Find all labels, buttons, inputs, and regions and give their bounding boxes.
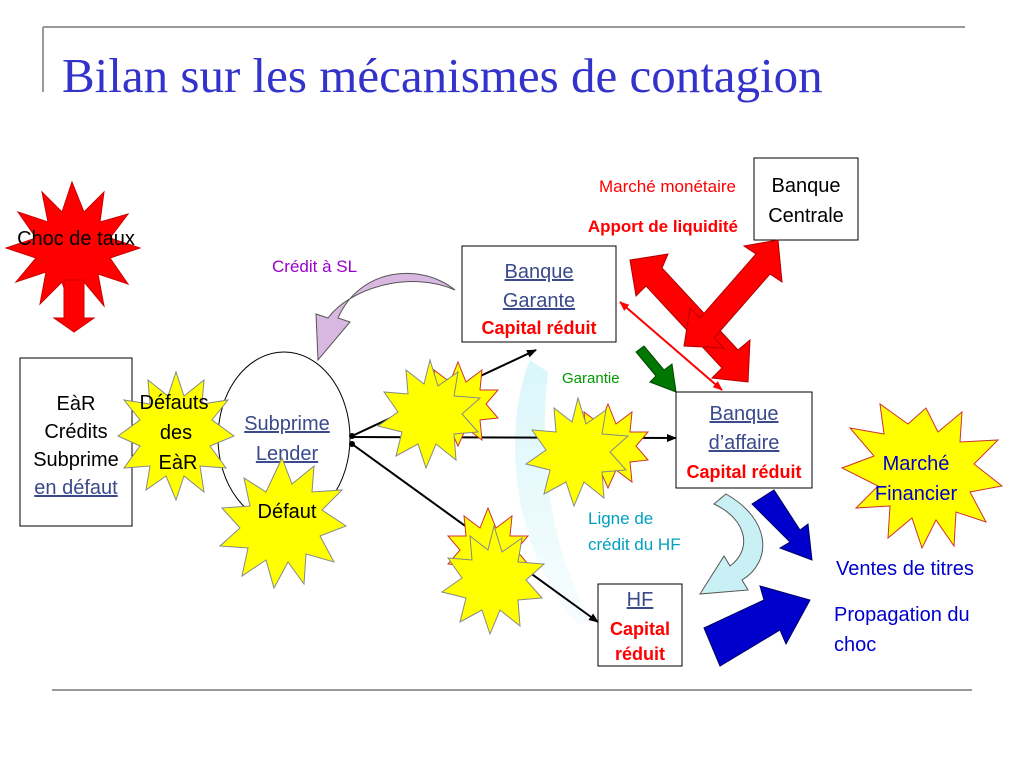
blue-arrow-hf-to-marche (703, 585, 811, 667)
ligne-credit-line1: Ligne de (588, 509, 653, 528)
hf-capital-line2: réduit (615, 644, 665, 664)
ear-link-en-defaut[interactable]: en défaut (34, 477, 118, 499)
ear-line1: EàR (57, 393, 96, 415)
defauts-ear-line2: des (160, 422, 192, 444)
page-title: Bilan sur les mécanismes de contagion (62, 48, 823, 103)
choc-label: Choc de taux (17, 228, 135, 250)
apport-liquidite-label: Apport de liquidité (588, 217, 738, 236)
marche-financier-line1: Marché (883, 453, 950, 475)
burst-middle-pair-icon (524, 396, 650, 508)
banque-centrale-box (753, 157, 859, 241)
propagation-line2: choc (834, 634, 876, 656)
garantie-green-arrow (635, 345, 677, 393)
banque-garante-capital: Capital réduit (481, 318, 596, 338)
defauts-ear-line1: Défauts (140, 392, 209, 414)
subprime-lender-line2[interactable]: Lender (256, 443, 319, 465)
marche-financier-burst-icon (840, 402, 1004, 550)
affaire-to-hf-curve-arrow (699, 493, 764, 595)
ear-box (19, 357, 133, 527)
garantie-label: Garantie (562, 370, 620, 387)
defauts-ear-line3: EàR (159, 452, 198, 474)
hf-capital-line1: Capital (610, 619, 670, 639)
banque-affaire-box (675, 391, 813, 489)
banque-garante-box (461, 245, 617, 343)
hf-label[interactable]: HF (627, 589, 654, 611)
banque-centrale-line2: Centrale (768, 205, 844, 227)
marche-monetaire-label: Marché monétaire (599, 177, 736, 196)
ear-line2: Crédits (44, 421, 107, 443)
credit-sl-curve-arrow (315, 272, 456, 362)
ear-line3: Subprime (33, 449, 119, 471)
banque-affaire-line2[interactable]: d’affaire (709, 432, 780, 454)
red-arrow-centrale-affaire (683, 239, 783, 349)
banque-garante-line1[interactable]: Banque (505, 261, 574, 283)
propagation-line1: Propagation du (834, 604, 970, 626)
subprime-lender-line1[interactable]: Subprime (244, 413, 330, 435)
choc-down-arrow (52, 279, 96, 333)
defaut-label: Défaut (258, 501, 317, 523)
banque-garante-line2[interactable]: Garante (503, 290, 575, 312)
defauts-ear-burst-icon (117, 370, 236, 502)
thin-red-arrow-garante-affaire (619, 301, 723, 391)
credit-sl-label: Crédit à SL (272, 257, 357, 276)
banque-affaire-line1[interactable]: Banque (710, 403, 779, 425)
blue-arrow-affaire-to-marche (751, 489, 813, 561)
banque-centrale-line1: Banque (772, 175, 841, 197)
banque-affaire-capital: Capital réduit (686, 462, 801, 482)
ligne-credit-line2: crédit du HF (588, 535, 681, 554)
marche-financier-line2: Financier (875, 483, 958, 505)
defaut-burst-icon (218, 456, 348, 590)
hf-credit-line-curve (514, 360, 590, 625)
ventes-titres-label: Ventes de titres (836, 558, 974, 580)
burst-bottom-pair-icon (440, 506, 546, 636)
burst-top-pair-icon (376, 358, 500, 470)
hf-box (597, 583, 683, 667)
